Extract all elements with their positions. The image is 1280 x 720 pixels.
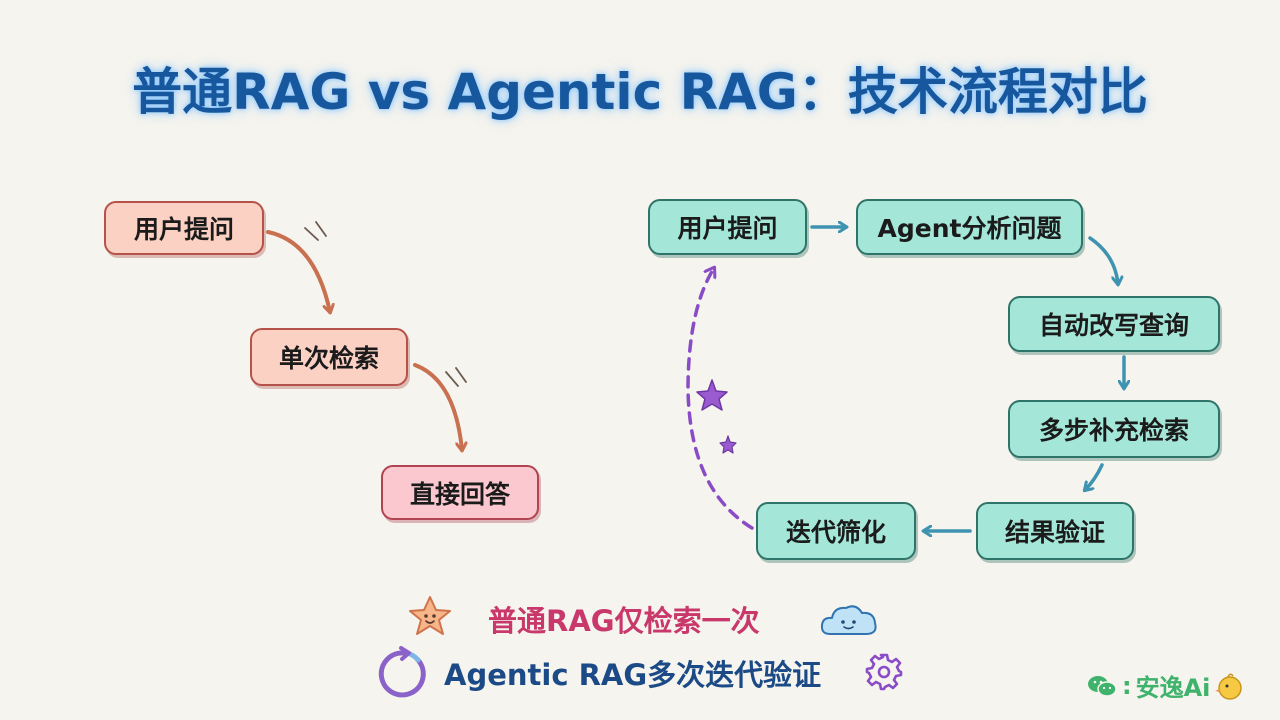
motion-lines (304, 221, 327, 241)
agentic-step-verify: 结果验证 (976, 502, 1134, 560)
standard-step-ask: 用户提问 (104, 201, 264, 255)
agentic-step-iterate: 迭代筛化 (756, 502, 916, 560)
page-title: 普通RAG vs Agentic RAG：技术流程对比 (132, 63, 1148, 121)
step-label: 自动改写查询 (1038, 311, 1189, 340)
watermark-separator: : (1122, 671, 1132, 700)
bird-icon (1215, 673, 1243, 700)
arrow-retrieve-to-answer (413, 363, 462, 450)
summary-agentic: Agentic RAG多次迭代验证 (444, 658, 822, 692)
step-label: 单次检索 (278, 344, 379, 373)
standard-step-retrieve: 单次检索 (250, 328, 408, 386)
summary-standard: 普通RAG仅检索一次 (488, 604, 760, 638)
star-face-icon (409, 596, 451, 635)
star-icon (696, 379, 728, 411)
cloud-face-icon (820, 605, 877, 635)
wechat-icon (1088, 675, 1117, 697)
step-label: 用户提问 (133, 215, 234, 244)
watermark-text: 安逸Ai (1135, 674, 1211, 702)
step-label: 多步补充检索 (1038, 416, 1189, 445)
loop-back-arrow (686, 268, 754, 530)
arrow-search-to-verify (1085, 463, 1104, 490)
agentic-step-analyze: Agent分析问题 (856, 199, 1083, 255)
watermark: : 安逸Ai (1086, 668, 1246, 703)
gear-icon (865, 653, 903, 691)
step-label: 迭代筛化 (785, 518, 886, 547)
step-label: Agent分析问题 (877, 214, 1062, 243)
motion-lines (445, 367, 467, 387)
arrow-analyze-to-rewrite (1088, 236, 1118, 284)
step-label: 用户提问 (677, 214, 778, 243)
agentic-step-rewrite: 自动改写查询 (1008, 296, 1220, 352)
step-label: 直接回答 (409, 479, 510, 509)
agentic-step-search: 多步补充检索 (1008, 400, 1220, 458)
agentic-step-ask: 用户提问 (648, 199, 807, 255)
refresh-loop-icon (378, 646, 426, 698)
arrow-ask-to-retrieve (266, 230, 330, 312)
star-icon (719, 435, 737, 454)
standard-step-answer: 直接回答 (381, 465, 539, 520)
step-label: 结果验证 (1004, 518, 1105, 547)
